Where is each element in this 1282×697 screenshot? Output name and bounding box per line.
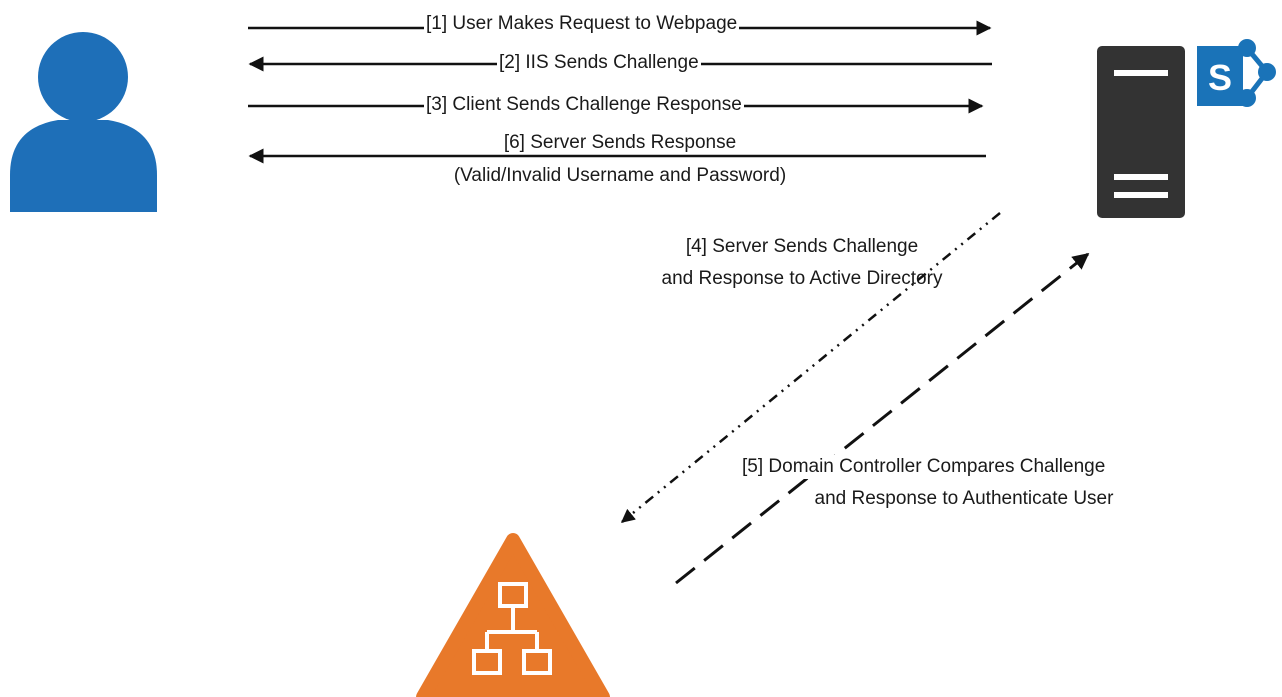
step1-label: [1] User Makes Request to Webpage xyxy=(424,12,740,36)
step6-label-text2: (Valid/Invalid Username and Password) xyxy=(451,165,789,186)
step5-label-line2: and Response to Authenticate User xyxy=(814,488,1114,509)
step3-label: [3] Client Sends Challenge Response xyxy=(424,93,744,117)
step5-label-line1: [5] Domain Controller Compares Challenge xyxy=(740,455,1108,479)
step6-label-text: [6] Server Sends Response xyxy=(497,132,743,153)
step6-label-line2: (Valid/Invalid Username and Password) xyxy=(380,164,860,188)
step4-label-line2: and Response to Active Directory xyxy=(661,268,943,289)
step2-label: [2] IIS Sends Challenge xyxy=(497,51,701,75)
sharepoint-logo-letter: S xyxy=(1208,57,1232,98)
step4-label-line1: [4] Server Sends Challenge xyxy=(685,236,919,257)
domain-controller-icon xyxy=(416,533,610,697)
step6-label-line1: [6] Server Sends Response xyxy=(420,131,820,155)
user-icon xyxy=(10,32,157,212)
sharepoint-logo-icon: S xyxy=(1197,39,1276,107)
arrow-step4 xyxy=(620,212,1001,523)
arrow-step5 xyxy=(675,252,1090,585)
server-icon xyxy=(1097,46,1185,218)
